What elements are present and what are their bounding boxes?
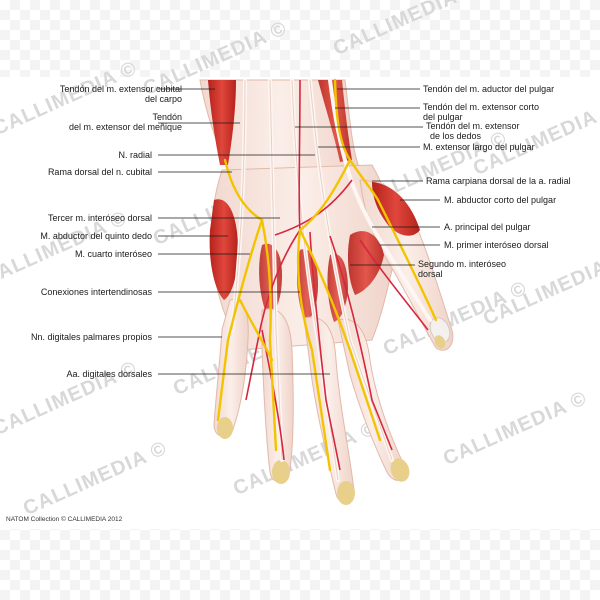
label-tercer-interoseo: Tercer m. interóseo dorsal [47, 213, 152, 223]
label-primer-interoseo: M. primer interóseo dorsal [444, 240, 549, 250]
label-tendon-extensor-dedos: Tendón del m. extensor de los dedos [426, 121, 520, 141]
label-cuarto-interoseo: M. cuarto interóseo [74, 249, 152, 259]
label-rama-carpiana: Rama carpiana dorsal de la a. radial [426, 176, 571, 186]
label-aa-digitales: Aa. digitales dorsales [66, 369, 152, 379]
label-n-radial: N. radial [118, 150, 152, 160]
extensor-carpi-muscle [208, 80, 236, 165]
label-abductor-corto: M. abductor corto del pulgar [444, 195, 557, 205]
first-interosseous [347, 231, 384, 295]
label-extensor-largo: M. extensor largo del pulgar [423, 142, 535, 152]
label-tendon-extensor-menique: Tendón del m. extensor del meñique [68, 112, 182, 132]
finger-little [213, 299, 249, 439]
label-abductor-quinto: M. abductor del quinto dedo [40, 231, 152, 241]
leader-lines [158, 88, 440, 375]
label-segundo-interoseo: Segundo m. interóseo dorsal [418, 259, 507, 279]
label-tendon-extensor-corto: Tendón del m. extensor corto del pulgar [423, 102, 540, 122]
label-tendon-extensor-cubital: Tendón del m. extensor cubital del carpo [59, 84, 182, 104]
thenar-muscle [372, 182, 420, 236]
nerves [216, 78, 438, 472]
credit-text: NATOM Collection © CALLIMEDIA 2012 [6, 516, 123, 523]
thumb-bone [434, 335, 446, 349]
label-conexiones: Conexiones intertendinosas [40, 287, 152, 297]
label-a-principal: A. principal del pulgar [444, 222, 531, 232]
label-rama-dorsal-cubital: Rama dorsal del n. cubital [47, 167, 152, 177]
abductor-quinto-muscle [209, 199, 238, 300]
label-nn-digitales: Nn. digitales palmares propios [30, 332, 152, 342]
label-tendon-aductor: Tendón del m. aductor del pulgar [423, 84, 555, 94]
